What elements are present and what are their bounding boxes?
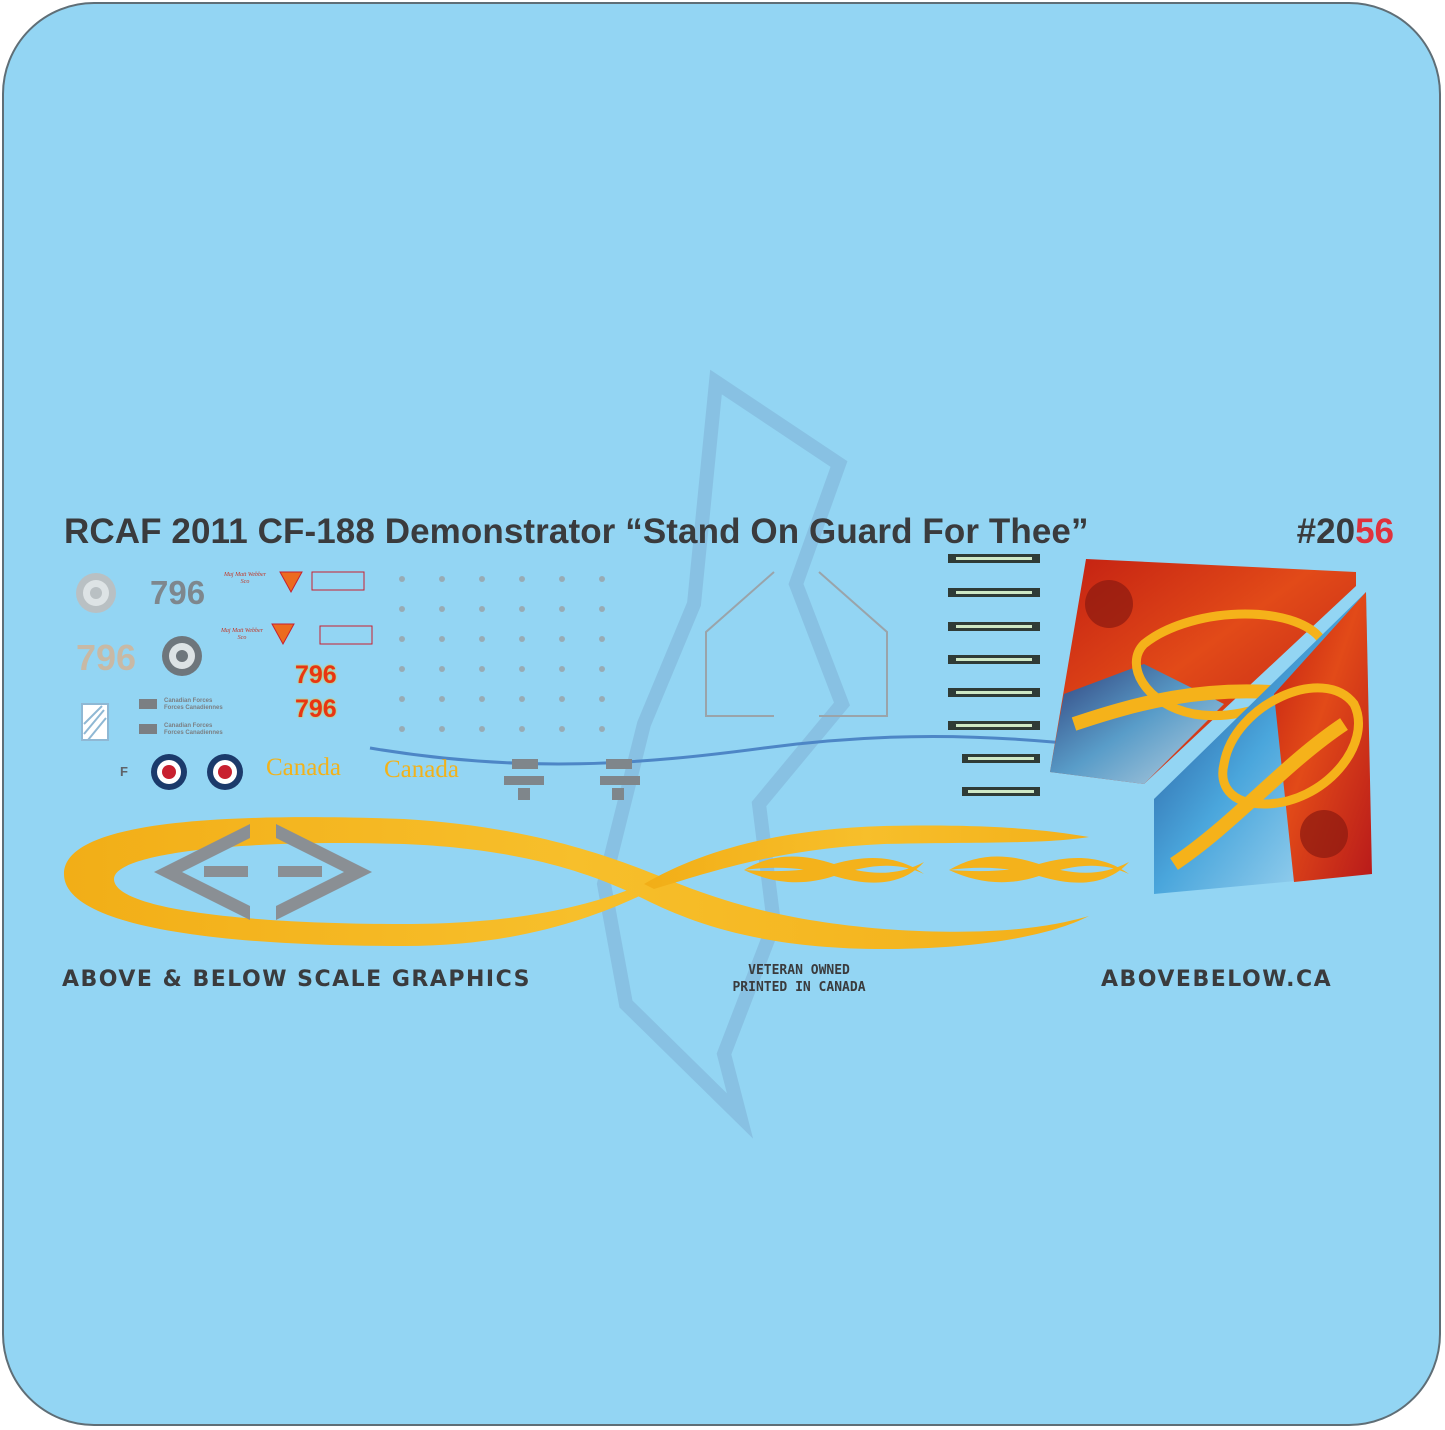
arresting-hook-placards bbox=[504, 759, 640, 800]
serial-grey: 796 bbox=[150, 574, 206, 611]
walkway-outline bbox=[705, 571, 888, 717]
kit-number: #2056 bbox=[1297, 512, 1394, 552]
pilot-name-2b: Sco bbox=[237, 635, 247, 641]
footer-printed-in-canada: PRINTED IN CANADA bbox=[732, 980, 866, 995]
pilot-name-2a: Maj Matt Webber bbox=[220, 628, 264, 634]
canadian-forces-1a: Canadian Forces bbox=[164, 698, 213, 704]
footer-brand: ABOVE & BELOW SCALE GRAPHICS bbox=[62, 967, 531, 992]
squadron-badge-1 bbox=[279, 571, 303, 594]
canadian-forces-2a: Canadian Forces bbox=[164, 723, 213, 729]
kit-number-suffix: 56 bbox=[1355, 512, 1394, 551]
canadian-forces-2b: Forces Canadiennes bbox=[164, 730, 223, 736]
footer-veteran-owned: VETERAN OWNED bbox=[748, 963, 850, 978]
squadron-badge-2 bbox=[271, 623, 295, 646]
tail-fin-left bbox=[1050, 559, 1356, 784]
tail-fin-right bbox=[1154, 592, 1372, 894]
serial-red-1: 796 bbox=[295, 661, 337, 689]
gold-ribbon-small-1 bbox=[744, 856, 924, 883]
stencil-arrow-grid bbox=[399, 576, 605, 732]
title-line: RCAF 2011 CF-188 Demonstrator “Stand On … bbox=[64, 512, 1394, 554]
decal-artwork bbox=[64, 369, 1372, 1139]
footer-website: ABOVEBELOW.CA bbox=[1101, 967, 1333, 992]
warning-placards bbox=[311, 571, 373, 645]
roundel-2 bbox=[207, 754, 243, 790]
pilot-name-1b: Sco bbox=[240, 579, 250, 585]
canadian-forces-1b: Forces Canadiennes bbox=[164, 705, 223, 711]
watermark-logo bbox=[596, 369, 851, 1139]
kit-number-prefix: #20 bbox=[1296, 512, 1356, 551]
roundel-grey-2 bbox=[162, 636, 202, 676]
serial-red-2: 796 bbox=[295, 695, 337, 723]
gold-ribbon-small-2 bbox=[949, 856, 1129, 883]
canada-wordmark-1: Canada bbox=[266, 754, 341, 781]
sheet-title: RCAF 2011 CF-188 Demonstrator “Stand On … bbox=[64, 512, 1089, 551]
canada-flag-icons bbox=[139, 699, 157, 734]
blue-stripe bbox=[369, 735, 1095, 766]
gold-ribbon-large bbox=[64, 817, 1089, 949]
roundel-1 bbox=[151, 754, 187, 790]
footer-center: VETERAN OWNED PRINTED IN CANADA bbox=[704, 962, 894, 996]
canada-wordmark-2: Canada bbox=[384, 756, 459, 783]
pilot-name-1a: Maj Matt Webber bbox=[223, 572, 267, 578]
formation-light-strips bbox=[948, 554, 1040, 796]
striped-marker bbox=[81, 703, 109, 741]
jet-intake-warning-right bbox=[276, 824, 372, 920]
roundel-grey-1 bbox=[76, 573, 116, 613]
jet-intake-warning-left bbox=[154, 824, 250, 920]
f-letter: F bbox=[120, 764, 128, 779]
serial-tan: 796 bbox=[76, 637, 137, 678]
